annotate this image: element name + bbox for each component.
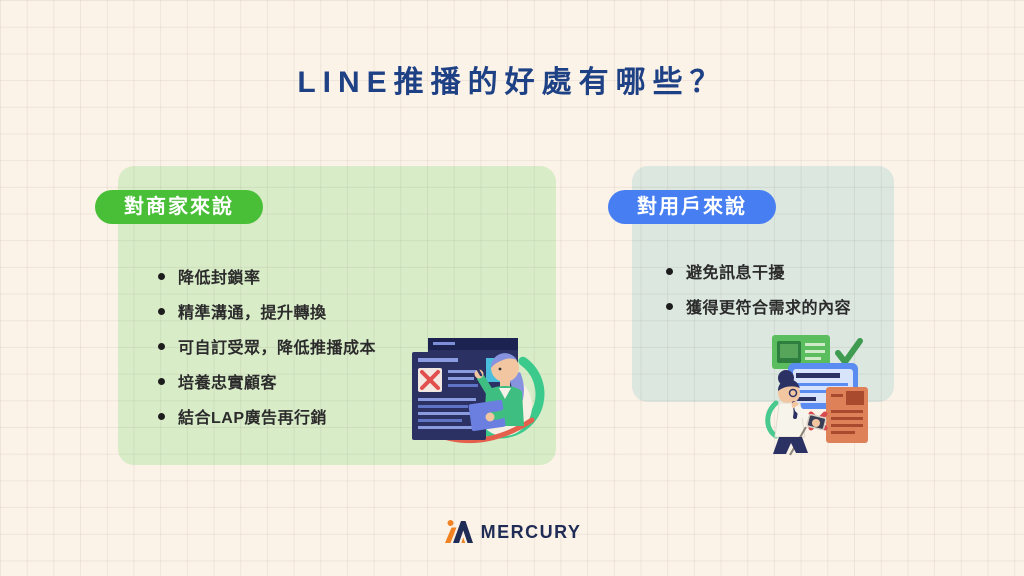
bullet-dot	[158, 377, 165, 385]
bullet-dot	[666, 302, 673, 310]
benefit-text: 培養忠實顧客	[178, 375, 278, 392]
list-item: 獲得更符合需求的內容	[666, 296, 852, 317]
list-item: 精準溝通，提升轉換	[158, 301, 376, 322]
merchant-illustration-icon	[412, 338, 545, 444]
bullet-dot	[158, 272, 165, 280]
benefit-text: 降低封鎖率	[178, 270, 261, 287]
benefit-text: 結合LAP廣告再行銷	[178, 410, 328, 427]
merchant-benefits-list: 降低封鎖率 精準溝通，提升轉換 可自訂受眾，降低推播成本 培養忠實顧客 結合LA…	[158, 266, 376, 441]
list-item: 降低封鎖率	[158, 266, 376, 287]
brand-footer: MERCURY	[0, 516, 1024, 548]
bullet-dot	[666, 267, 673, 275]
bullet-dot	[158, 307, 165, 315]
benefit-text: 獲得更符合需求的內容	[686, 300, 852, 317]
mercury-logo-icon	[444, 520, 473, 543]
benefit-text: 避免訊息干擾	[686, 265, 786, 282]
benefit-text: 精準溝通，提升轉換	[178, 305, 327, 322]
bullet-dot	[158, 412, 165, 420]
user-badge: 對用戶來說	[608, 190, 776, 224]
user-illustration-icon	[765, 335, 868, 456]
brand-name: MERCURY	[480, 521, 582, 542]
list-item: 可自訂受眾，降低推播成本	[158, 336, 377, 357]
benefit-text: 可自訂受眾，降低推播成本	[178, 340, 377, 357]
list-item: 培養忠實顧客	[158, 371, 376, 392]
user-benefits-list: 避免訊息干擾 獲得更符合需求的內容	[666, 261, 851, 331]
bullet-dot	[158, 342, 165, 350]
merchant-badge: 對商家來說	[95, 190, 263, 224]
list-item: 避免訊息干擾	[666, 261, 851, 282]
list-item: 結合LAP廣告再行銷	[158, 406, 376, 427]
page-title: LINE推播的好處有哪些？	[297, 66, 727, 99]
